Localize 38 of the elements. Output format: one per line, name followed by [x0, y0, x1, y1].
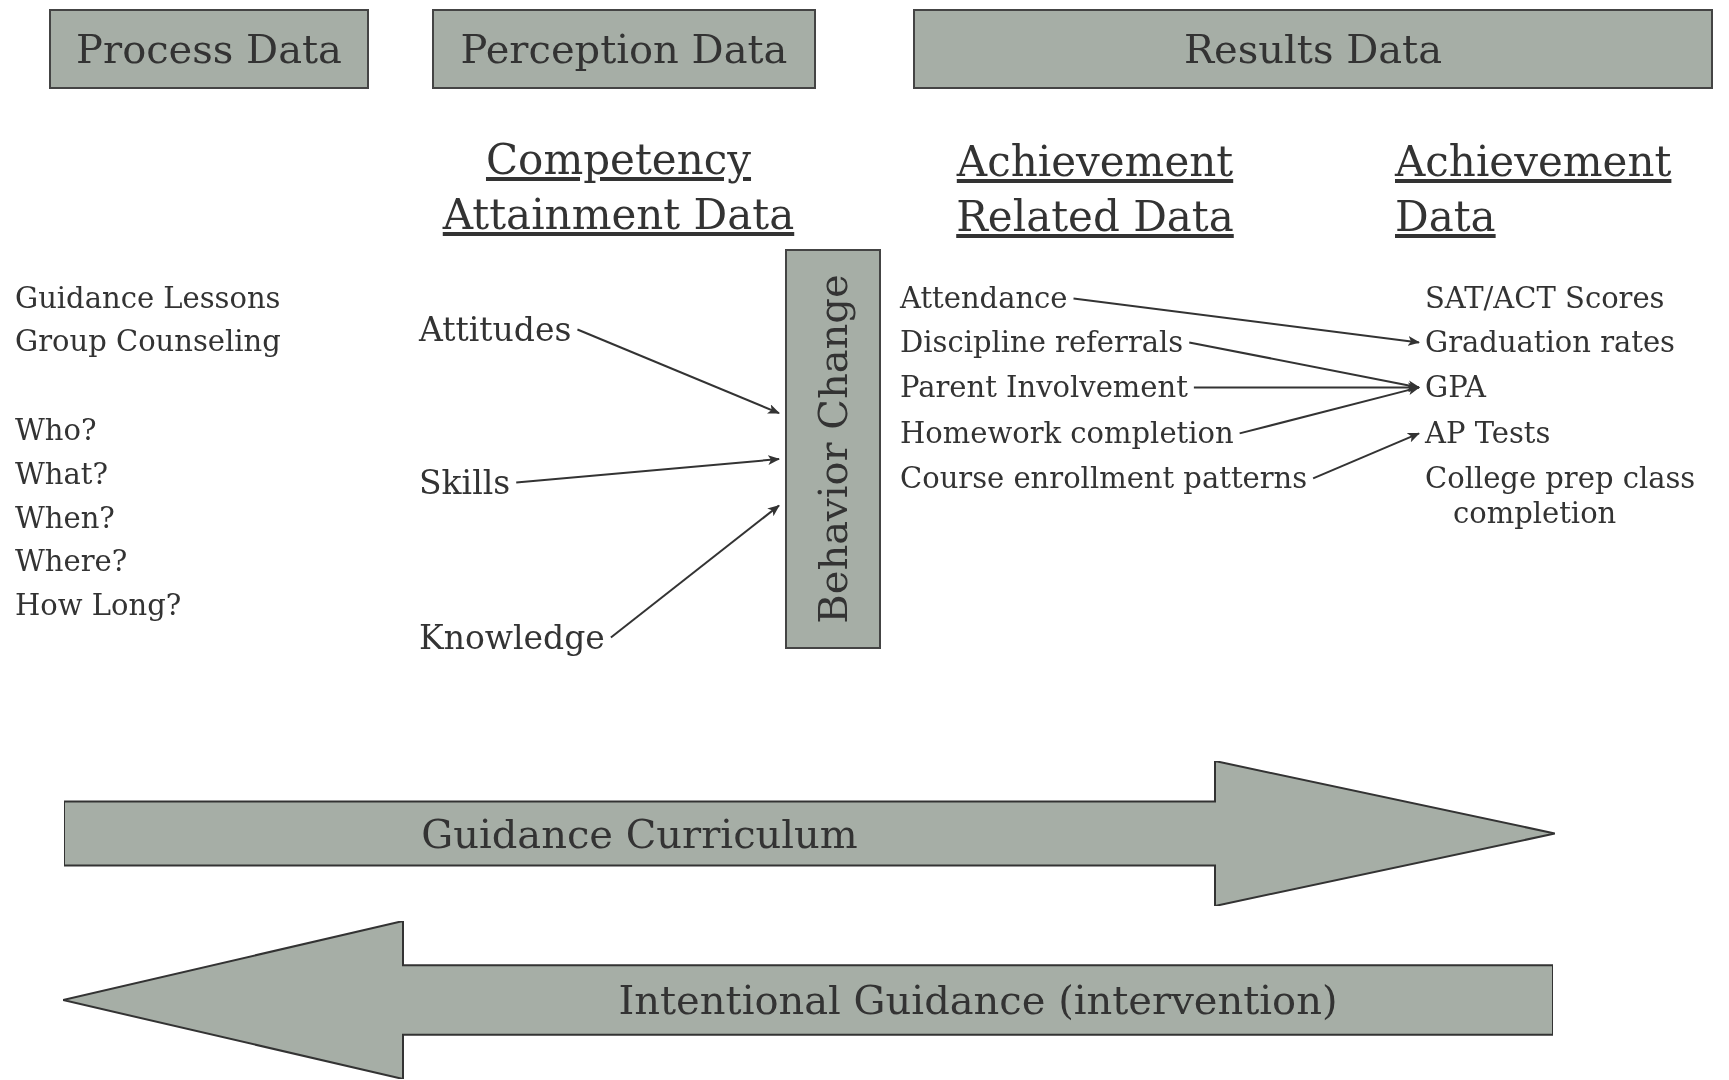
item-text: Skills	[419, 463, 511, 502]
column-heading: Achievement Related Data	[955, 136, 1235, 243]
item-text: Where?	[15, 544, 128, 579]
category-header: Perception Data	[432, 9, 816, 89]
arrow	[1238, 385, 1420, 435]
arrow	[576, 328, 780, 415]
item-text: Discipline referrals	[900, 325, 1184, 360]
arrow	[609, 504, 780, 639]
item-text: Attitudes	[419, 310, 572, 349]
item-text: SAT/ACT Scores	[1425, 281, 1665, 316]
arrow	[1312, 432, 1420, 480]
item-text: Guidance Lessons	[15, 281, 281, 316]
column-heading: Achievement Data	[1395, 136, 1673, 243]
item-text: GPA	[1425, 370, 1486, 405]
arrow-label: Guidance Curriculum	[421, 809, 858, 858]
item-text: Attendance	[900, 281, 1068, 316]
item-text: Knowledge	[419, 618, 605, 657]
vertical-box	[785, 249, 881, 649]
item-text: Who?	[15, 413, 97, 448]
item-text: Graduation rates	[1425, 325, 1675, 360]
item-text: Group Counseling	[15, 324, 281, 359]
arrow	[1072, 297, 1420, 346]
arrow-label: Intentional Guidance (intervention)	[618, 976, 1338, 1024]
box-label: Behavior Change	[809, 274, 857, 624]
item-text: Homework completion	[900, 416, 1234, 451]
arrow	[1192, 382, 1420, 393]
item-text: How Long?	[15, 588, 182, 623]
item-text: When?	[15, 501, 115, 536]
category-header: Process Data	[49, 9, 369, 89]
arrow	[1188, 341, 1420, 391]
item-text: Course enrollment patterns	[900, 461, 1308, 496]
item-text: Parent Involvement	[900, 370, 1188, 405]
category-header: Results Data	[913, 9, 1713, 89]
arrow	[515, 455, 780, 484]
item-text: College prep class completion	[1425, 461, 1697, 531]
item-text: What?	[15, 457, 108, 492]
column-heading: Competency Attainment Data	[441, 134, 796, 241]
item-text: AP Tests	[1425, 416, 1551, 451]
